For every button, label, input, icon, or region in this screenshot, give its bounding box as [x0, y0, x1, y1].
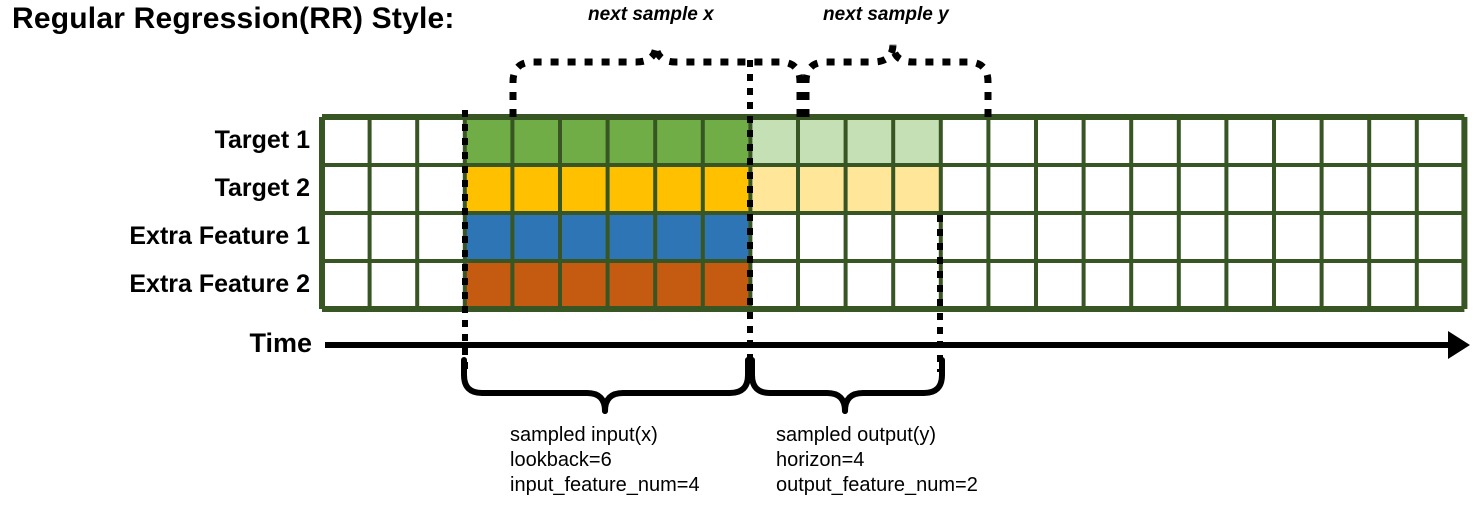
grid-cell	[655, 213, 703, 261]
grid-cell	[464, 213, 513, 261]
sampled-output-line-1: sampled output(y)	[776, 424, 937, 446]
grid-cell	[560, 213, 608, 261]
brace-next-sample-x	[509, 43, 804, 117]
sampled-output-line-3: output_feature_num=2	[776, 474, 978, 496]
grid-cell	[607, 117, 656, 165]
row-label-target-1: Target 1	[214, 126, 310, 154]
time-axis-arrow	[325, 331, 1470, 359]
grid-cell	[464, 165, 513, 213]
grid-cell	[560, 165, 608, 213]
grid-cell	[607, 261, 656, 309]
sampled-input-caption: sampled input(x) lookback=6 input_featur…	[510, 423, 700, 498]
grid-cell	[607, 213, 656, 261]
next-sample-x-label: next sample x	[588, 4, 714, 25]
grid-lines	[319, 114, 1468, 312]
sampled-input-line-2: lookback=6	[510, 449, 612, 471]
grid-cell	[655, 261, 703, 309]
next-sample-y-label: next sample y	[823, 4, 949, 25]
brace-next-sample-y	[802, 43, 992, 117]
grid-cell	[845, 165, 894, 213]
row-label-extra-feature-1: Extra Feature 1	[129, 222, 310, 250]
sampled-output-caption: sampled output(y) horizon=4 output_featu…	[776, 423, 978, 498]
grid-cell	[750, 117, 798, 165]
sampled-output-line-2: horizon=4	[776, 449, 865, 471]
brace-sampled-output	[749, 357, 945, 414]
sampled-input-line-1: sampled input(x)	[510, 424, 658, 446]
grid-cell	[655, 165, 703, 213]
grid-cell	[512, 117, 560, 165]
grid-cell	[607, 165, 656, 213]
grid-cell	[464, 261, 513, 309]
grid-cell	[512, 165, 560, 213]
grid-cell	[798, 117, 846, 165]
grid-cell	[893, 117, 941, 165]
grid-cell	[702, 117, 751, 165]
grid-cell	[512, 213, 560, 261]
grid-cell	[512, 261, 560, 309]
time-axis-label: Time	[249, 328, 312, 358]
grid-cell	[750, 165, 798, 213]
brace-sampled-input	[461, 357, 751, 414]
grid-cell	[845, 117, 894, 165]
row-label-target-2: Target 2	[214, 174, 310, 202]
grid-cell	[702, 213, 751, 261]
grid-cell	[702, 261, 751, 309]
grid-cell	[560, 261, 608, 309]
grid-cell	[702, 165, 751, 213]
sampled-input-line-3: input_feature_num=4	[510, 474, 700, 496]
grid-cell	[560, 117, 608, 165]
grid-cell	[798, 165, 846, 213]
page-title: Regular Regression(RR) Style:	[12, 2, 455, 35]
grid-cell	[655, 117, 703, 165]
grid-cell	[893, 165, 941, 213]
row-label-extra-feature-2: Extra Feature 2	[129, 270, 310, 298]
grid-cell	[464, 117, 513, 165]
